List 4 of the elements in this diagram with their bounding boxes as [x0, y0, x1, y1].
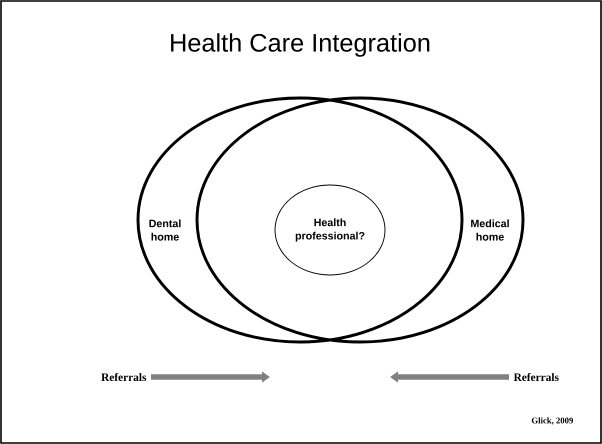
citation: Glick, 2009 [532, 417, 573, 425]
referrals-label: Referrals [101, 372, 146, 382]
title: Health Care Integration [171, 33, 430, 57]
referrals-label: Referrals [514, 372, 559, 382]
